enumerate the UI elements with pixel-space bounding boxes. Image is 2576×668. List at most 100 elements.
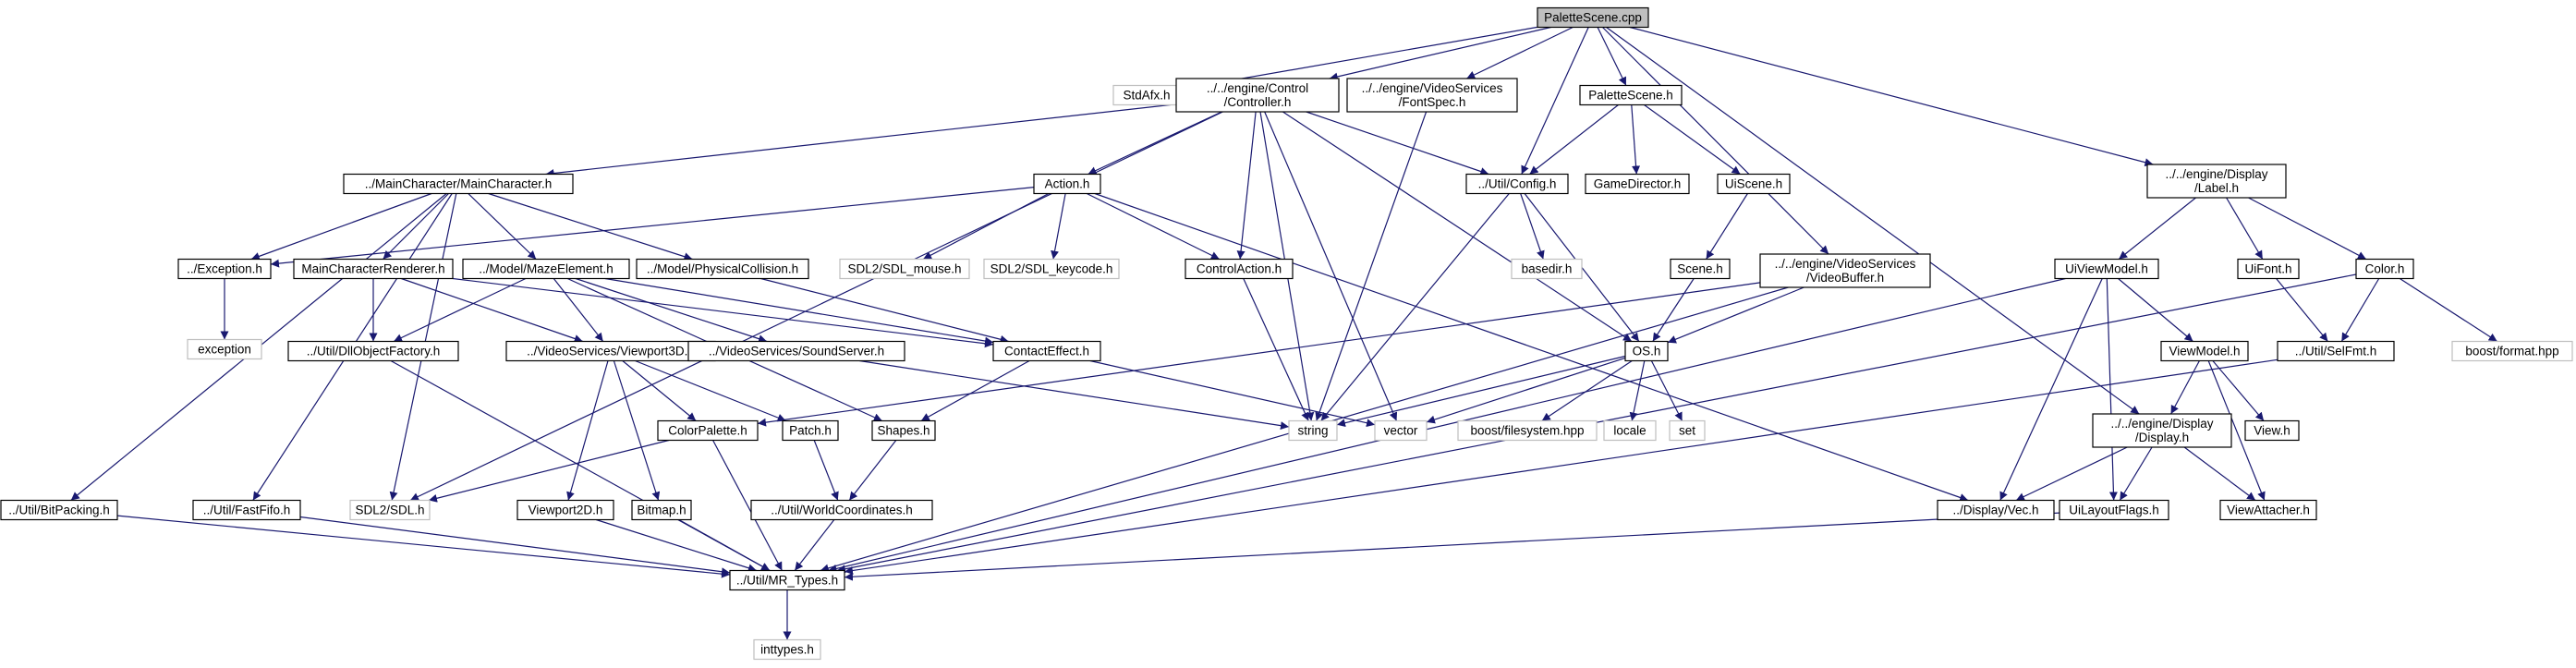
edge-line (1282, 111, 1633, 343)
node-label: /VideoBuffer.h (1806, 271, 1884, 285)
node-sdl-h: SDL2/SDL.h (349, 499, 431, 521)
edge-line (270, 187, 1035, 268)
node-bitpacking-h[interactable]: ../Util/BitPacking.h (0, 499, 118, 521)
edge-soundserver-h-to-string (859, 359, 1290, 431)
node-label: GameDirector.h (1594, 177, 1682, 191)
node-controlaction-h[interactable]: ControlAction.h (1185, 258, 1294, 280)
node-label: Bitmap.h (637, 504, 686, 517)
node-string: string (1288, 419, 1338, 442)
node-palettescene-cpp[interactable]: PaletteScene.cpp (1537, 6, 1649, 29)
node-label: Action.h (1045, 177, 1090, 191)
edge-uifont-h-to-selfmt-h (2276, 278, 2328, 342)
edge-line (635, 359, 786, 422)
node-box (1579, 84, 1683, 106)
edge-fontspec-h-to-string (1315, 111, 1428, 421)
edge-contacteffect-h-to-shapes-h (920, 359, 1030, 422)
node-patch-h[interactable]: Patch.h (782, 419, 839, 442)
node-label: Patch.h (789, 424, 832, 438)
edge-line (1094, 192, 1969, 502)
node-colorpalette-h[interactable]: ColorPalette.h (657, 419, 759, 442)
node-mazeelement-h[interactable]: ../Model/MazeElement.h (462, 258, 630, 280)
edge-label-h-to-uifont-h (2226, 197, 2264, 260)
edge-os-h-to-locale (1629, 360, 1646, 421)
node-gamedirector-h[interactable]: GameDirector.h (1585, 173, 1690, 195)
edge-line (2340, 278, 2380, 342)
node-action-h[interactable]: Action.h (1033, 173, 1101, 195)
node-label: ../Model/PhysicalCollision.h (647, 262, 798, 276)
edge-line (604, 277, 994, 346)
node-box (177, 258, 272, 280)
node-mr-types-h[interactable]: ../Util/MR_Types.h (729, 569, 845, 591)
node-uiscene-h[interactable]: UiScene.h (1717, 173, 1791, 195)
node-viewport2d-h[interactable]: Viewport2D.h (516, 499, 614, 521)
node-palettescene-h[interactable]: PaletteScene.h (1579, 84, 1683, 106)
node-label: PaletteScene.cpp (1544, 11, 1642, 25)
node-uiviewmodel-h[interactable]: UiViewModel.h (2054, 258, 2159, 280)
node-viewport3d-h[interactable]: ../VideoServices/Viewport3D.h (505, 340, 716, 362)
node-label: basedir.h (1522, 262, 1573, 276)
edge-viewmodel-h-to-view-h (2212, 360, 2265, 421)
edge-palettescene-cpp-to-palettescene-h (1597, 27, 1627, 86)
edge-line (1644, 104, 1741, 175)
node-boost-format-hpp: boost/format.hpp (2451, 340, 2573, 362)
edge-line (2226, 197, 2264, 260)
node-contacteffect-h[interactable]: ContactEffect.h (992, 340, 1101, 362)
node-worldcoordinates-h[interactable]: ../Util/WorldCoordinates.h (750, 499, 933, 521)
node-exception-h[interactable]: ../Exception.h (177, 258, 272, 280)
node-sdl-mouse-h: SDL2/SDL_mouse.h (839, 258, 970, 280)
edge-palettescene-h-to-uiscene-h (1644, 104, 1741, 175)
edge-videobuffer-h-to-os-h (1667, 286, 1804, 344)
edge-controller-h-to-vector (1264, 111, 1398, 421)
edge-line (393, 277, 527, 343)
node-viewmodel-h[interactable]: ViewModel.h (2160, 340, 2249, 362)
edge-line (566, 360, 609, 501)
edge-line (613, 360, 661, 501)
edge-line (575, 277, 768, 343)
node-maincharacterrenderer-h[interactable]: MainCharacterRenderer.h (293, 258, 454, 280)
node-label: string (1297, 424, 1328, 438)
edge-patch-h-to-worldcoordinates-h (813, 440, 839, 501)
edge-palettescene-h-to-gamedirector-h (1631, 104, 1641, 175)
edge-line (2119, 446, 2153, 501)
edge-line (1529, 104, 1619, 175)
node-fontspec-h[interactable]: ../../engine/VideoServices/FontSpec.h (1346, 78, 1518, 113)
edge-line (1597, 27, 1627, 86)
node-label: ../../engine/Display (2165, 167, 2267, 181)
edge-line (1051, 193, 1066, 260)
node-selfmt-h[interactable]: ../Util/SelFmt.h (2277, 340, 2395, 362)
node-bitmap-h[interactable]: Bitmap.h (631, 499, 692, 521)
node-vec-h[interactable]: ../Display/Vec.h (1937, 499, 2055, 521)
node-dllobjectfactory-h[interactable]: ../Util/DllObjectFactory.h (287, 340, 459, 362)
edge-controller-h-to-maincharacter-h (545, 103, 1177, 177)
edge-line (2183, 446, 2256, 501)
node-maincharacter-h[interactable]: ../MainCharacter/MainCharacter.h (343, 173, 574, 195)
node-shapes-h[interactable]: Shapes.h (871, 419, 936, 442)
edge-line (1329, 26, 1551, 81)
node-display-h[interactable]: ../../engine/Display/Display.h (2092, 413, 2232, 448)
node-fastfifo-h[interactable]: ../Util/FastFifo.h (192, 499, 301, 521)
node-controller-h[interactable]: ../../engine/Control/Controller.h (1175, 78, 1340, 113)
node-physicalcollision-h[interactable]: ../Model/PhysicalCollision.h (636, 258, 809, 280)
edge-line (488, 192, 693, 261)
node-uifont-h[interactable]: UiFont.h (2237, 258, 2300, 280)
node-config-h[interactable]: ../Util/Config.h (1465, 173, 1569, 195)
node-uilayoutflags-h[interactable]: UiLayoutFlags.h (2059, 499, 2169, 521)
edge-maincharacter-h-to-maincharacterrenderer-h (383, 193, 449, 260)
edge-colorpalette-h-to-sdl-h (428, 439, 670, 503)
edge-viewmodel-h-to-display-h (2170, 360, 2200, 415)
node-os-h[interactable]: OS.h (1624, 340, 1669, 362)
edge-videobuffer-h-to-colorpalette-h (757, 282, 1761, 427)
node-view-h[interactable]: View.h (2244, 419, 2300, 442)
node-videobuffer-h[interactable]: ../../engine/VideoServices/VideoBuffer.h (1759, 253, 1931, 288)
node-scene-h[interactable]: Scene.h (1670, 258, 1731, 280)
edge-color-h-to-boost-format-hpp (2399, 277, 2498, 343)
node-label: ../Model/MazeElement.h (479, 262, 614, 276)
node-label-h[interactable]: ../../engine/Display/Label.h (2146, 164, 2287, 199)
edge-line (757, 282, 1761, 427)
node-color-h[interactable]: Color.h (2355, 258, 2414, 280)
node-viewattacher-h[interactable]: ViewAttacher.h (2219, 499, 2317, 521)
node-box (293, 258, 454, 280)
node-box (1346, 78, 1518, 113)
node-label: ../../engine/VideoServices (1775, 257, 1916, 271)
node-soundserver-h[interactable]: ../VideoServices/SoundServer.h (687, 340, 905, 362)
